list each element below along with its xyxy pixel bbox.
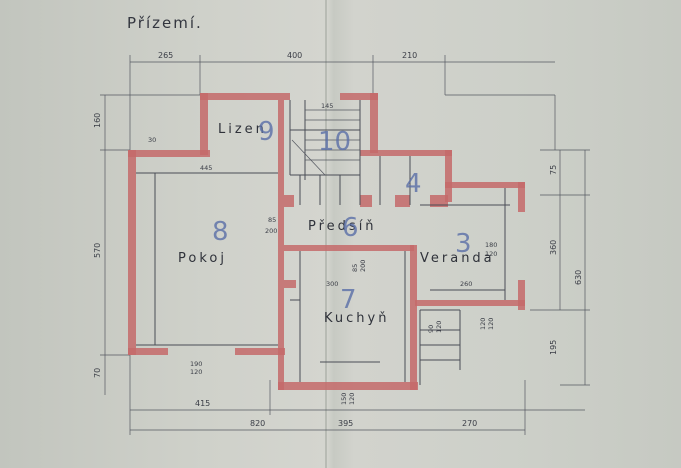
walls <box>128 93 525 390</box>
room-number-10: 10 <box>318 127 351 157</box>
room-number-8: 8 <box>212 217 229 247</box>
dim-inner-30: 30 <box>148 136 156 144</box>
dim-left-2: 570 <box>93 243 102 258</box>
dim-inner-120b: 120 <box>348 393 356 405</box>
dim-inner-445: 445 <box>200 164 212 172</box>
dim-top-1: 265 <box>158 51 173 60</box>
dim-bottom-2: 820 <box>250 419 265 428</box>
dim-inner-190: 190 <box>190 360 202 368</box>
dim-top-2: 400 <box>287 51 302 60</box>
dim-inner-120d: 120 <box>435 321 443 333</box>
dim-inner-145: 145 <box>321 102 333 110</box>
dim-inner-120c: 120 <box>190 368 202 376</box>
room-number-7: 7 <box>340 285 357 315</box>
dim-inner-120f: 120 <box>487 318 495 330</box>
dim-inner-260: 260 <box>460 280 472 288</box>
dim-inner-90: 90 <box>427 325 435 333</box>
dim-inner-180: 180 <box>485 241 497 249</box>
room-label-lizen: Lizen <box>218 122 267 137</box>
dimension-lines <box>100 55 590 435</box>
room-number-4: 4 <box>405 169 422 199</box>
dim-left-3: 70 <box>93 368 102 378</box>
dim-inner-200a: 200 <box>265 227 277 235</box>
dim-left-1: 160 <box>93 113 102 128</box>
dim-inner-120a: 120 <box>485 250 497 258</box>
dim-inner-200b: 200 <box>359 260 367 272</box>
room-label-predsin: Předsíň <box>308 219 377 234</box>
room-number-9: 9 <box>258 117 275 147</box>
stairs <box>291 109 360 176</box>
dim-right-1: 75 <box>549 165 558 175</box>
dim-inner-85b: 85 <box>351 264 359 272</box>
plan-title: Přízemí. <box>127 14 203 32</box>
dim-top-3: 210 <box>402 51 417 60</box>
interior-lines <box>136 100 510 385</box>
dim-inner-300: 300 <box>326 280 338 288</box>
room-label-kuchyn: Kuchyň <box>324 311 389 326</box>
room-number-6: 6 <box>342 213 359 243</box>
dim-inner-150: 150 <box>340 393 348 405</box>
dim-right-2: 360 <box>549 240 558 255</box>
dim-bottom-4: 270 <box>462 419 477 428</box>
dim-inner-120e: 120 <box>479 318 487 330</box>
room-label-veranda: Veranda <box>420 251 495 266</box>
dim-inner-85a: 85 <box>268 216 276 224</box>
dim-right-3: 630 <box>574 270 583 285</box>
room-label-pokoj: Pokoj <box>178 251 227 266</box>
dim-bottom-3: 395 <box>338 419 353 428</box>
room-number-3: 3 <box>455 229 472 259</box>
dim-right-4: 195 <box>549 340 558 355</box>
dim-bottom-1: 415 <box>195 399 210 408</box>
